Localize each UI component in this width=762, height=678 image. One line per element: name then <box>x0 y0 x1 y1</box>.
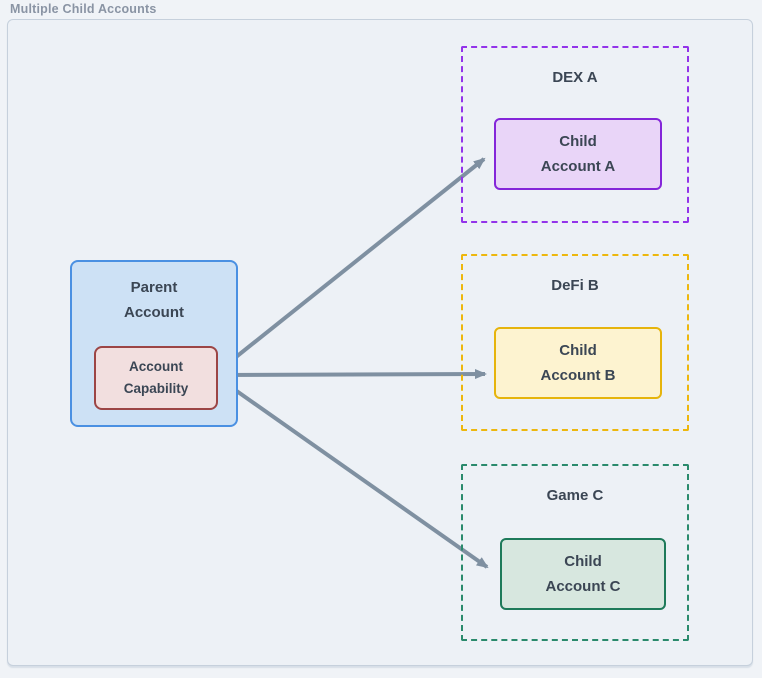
group-dex-a: DEX A Child Account A <box>461 46 689 223</box>
group-defi-b: DeFi B Child Account B <box>461 254 689 431</box>
arrow-capability-to-child-c <box>219 378 489 569</box>
parent-label-line1: Parent <box>130 279 178 296</box>
group-game-c: Game C Child Account C <box>461 464 689 641</box>
child-b-label-line2: Account B <box>540 367 616 384</box>
parent-account-node: Parent Account Account Capability <box>70 260 238 427</box>
group-dex-a-label: DEX A <box>552 69 598 86</box>
arrow-capability-to-child-a <box>219 157 486 371</box>
child-account-c-label: Child Account C <box>546 549 621 599</box>
arrow-capability-to-child-b <box>220 369 487 380</box>
child-account-a-label: Child Account A <box>541 129 615 179</box>
arrows-layer <box>219 157 489 569</box>
account-capability-node: Account Capability <box>94 346 218 410</box>
account-capability-label: Account Capability <box>124 356 189 400</box>
child-c-label-line1: Child <box>564 553 602 570</box>
child-a-label-line2: Account A <box>540 158 616 175</box>
parent-label-line2: Account <box>124 304 184 321</box>
capability-label-line1: Account <box>128 359 183 374</box>
child-account-c-node: Child Account C <box>500 538 666 610</box>
diagram-title: Multiple Child Accounts <box>10 2 157 16</box>
child-account-a-node: Child Account A <box>494 118 662 190</box>
child-account-b-label: Child Account B <box>541 338 616 388</box>
child-b-label-line1: Child <box>559 342 597 359</box>
child-a-label-line1: Child <box>559 133 597 150</box>
group-game-c-label: Game C <box>546 487 604 504</box>
capability-label-line2: Capability <box>123 381 189 396</box>
child-c-label-line2: Account C <box>545 578 621 595</box>
group-defi-b-label: DeFi B <box>551 277 599 294</box>
diagram-canvas: Parent Account Account Capability DEX A … <box>7 19 753 666</box>
parent-account-label: Parent Account <box>72 275 236 325</box>
child-account-b-node: Child Account B <box>494 327 662 399</box>
